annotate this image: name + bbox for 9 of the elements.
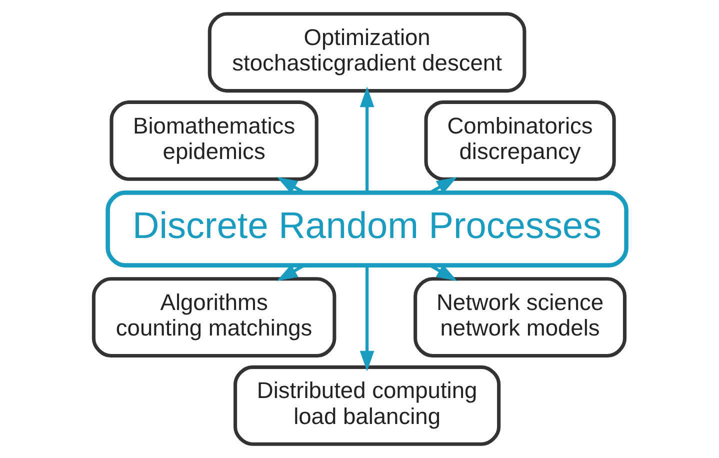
node-box: Biomathematics epidemics — [109, 100, 318, 181]
node-box: Combinatorics discrepancy — [424, 100, 616, 181]
arrow — [359, 86, 374, 192]
arrow — [359, 266, 374, 372]
node-box: Network science network models — [413, 277, 626, 358]
node-box: Distributed computing load balancing — [233, 365, 500, 446]
node-box: Algorithms counting matchings — [91, 277, 336, 358]
node-box: Discrete Random Processes — [105, 190, 628, 268]
node-box: Optimization stochasticgradient descent — [207, 12, 526, 93]
